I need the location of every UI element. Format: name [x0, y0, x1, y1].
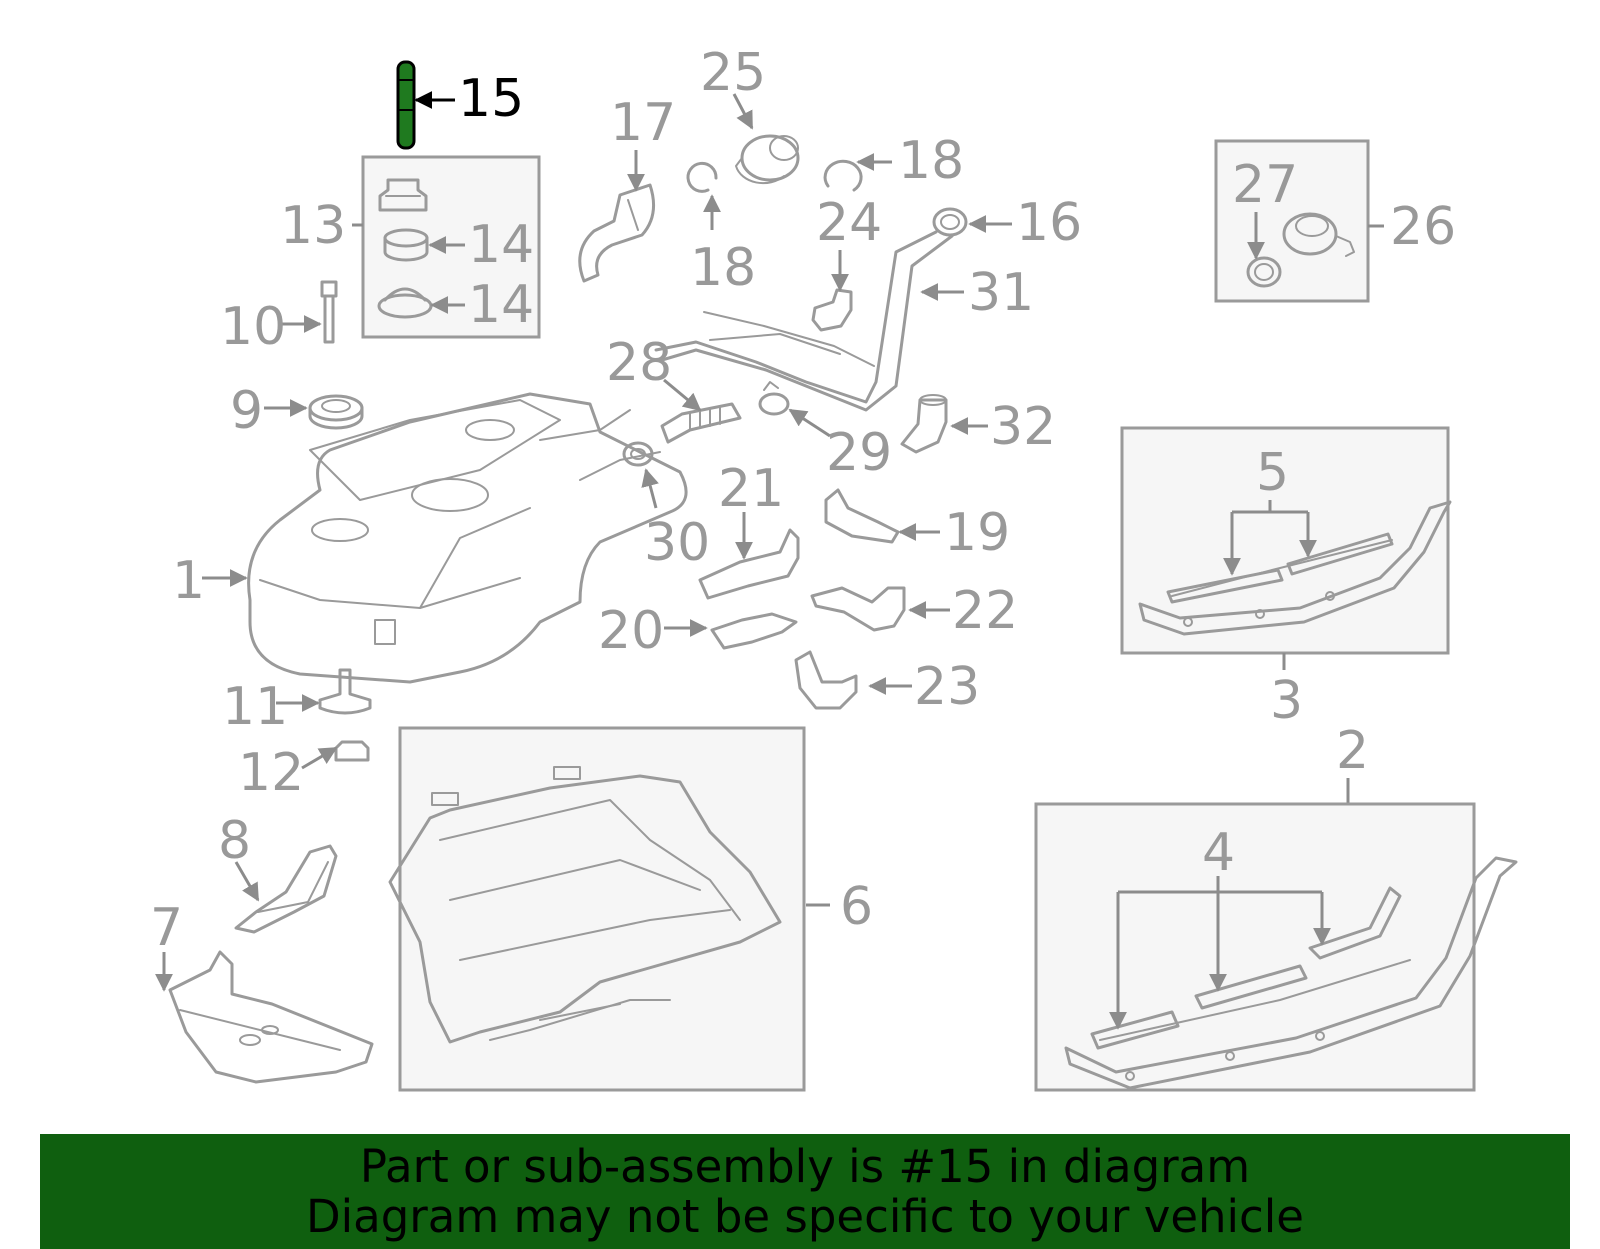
part-1-fuel-tank — [247, 392, 688, 684]
part-32-connector — [900, 394, 948, 454]
part-6-under-cover — [388, 766, 782, 1044]
part-2-reinforcement — [1064, 856, 1518, 1090]
callout-28: 28 — [606, 333, 672, 393]
callout-23: 23 — [914, 657, 980, 717]
callout-29: 29 — [826, 423, 892, 483]
callout-5: 5 — [1256, 443, 1289, 503]
callout-31: 31 — [968, 263, 1034, 323]
callout-9: 9 — [230, 381, 263, 441]
callout-15: 15 — [458, 69, 524, 129]
callout-18a: 18 — [898, 131, 964, 191]
callout-22: 22 — [952, 581, 1018, 641]
part-13-grommet — [378, 178, 428, 212]
callout-4: 4 — [1202, 823, 1235, 883]
part-4-pad-left — [1090, 1010, 1180, 1050]
callout-24: 24 — [816, 193, 882, 253]
callout-26: 26 — [1390, 197, 1456, 257]
part-5-pad-right — [1286, 532, 1394, 576]
part-28-hose — [660, 402, 742, 444]
banner-line-2: Diagram may not be specific to your vehi… — [306, 1189, 1304, 1243]
callout-14b: 14 — [468, 275, 534, 335]
callout-7: 7 — [150, 898, 183, 958]
callout-2: 2 — [1336, 721, 1369, 781]
part-22-bracket — [810, 586, 906, 632]
callout-3: 3 — [1270, 671, 1303, 731]
callout-27: 27 — [1232, 155, 1298, 215]
box-13 — [361, 155, 541, 339]
info-banner: Part or sub-assembly is #15 in diagram D… — [40, 1134, 1570, 1249]
part-15-stud[interactable] — [396, 60, 416, 150]
callout-11: 11 — [222, 677, 288, 737]
part-8-bracket — [234, 844, 338, 934]
callout-13: 13 — [280, 196, 346, 256]
callout-30: 30 — [644, 513, 710, 573]
callout-14a: 14 — [468, 215, 534, 275]
part-14-cushion-upper — [383, 228, 429, 262]
part-11-mount — [318, 668, 372, 715]
callout-21: 21 — [718, 459, 784, 519]
part-30-gasket — [622, 441, 654, 467]
part-31-filler-pipe — [654, 230, 954, 412]
part-23-bracket — [794, 650, 858, 710]
callout-12: 12 — [238, 743, 304, 803]
part-5-pad-left — [1166, 568, 1284, 604]
part-10-bolt — [320, 280, 338, 344]
part-16-filler-neck — [932, 207, 968, 237]
part-4-pad-middle — [1194, 964, 1308, 1010]
callout-16: 16 — [1016, 193, 1082, 253]
leader-12 — [301, 746, 338, 770]
callout-32: 32 — [990, 397, 1056, 457]
part-4-pad-right — [1308, 886, 1402, 960]
callout-8: 8 — [218, 811, 251, 871]
part-26-cap-assembly — [1282, 212, 1355, 257]
part-21-bracket — [698, 528, 800, 600]
leader-8 — [234, 861, 260, 902]
box-6 — [398, 726, 806, 1092]
callout-17: 17 — [610, 93, 676, 153]
banner-line-1: Part or sub-assembly is #15 in diagram — [359, 1139, 1251, 1193]
part-20-bracket — [710, 612, 798, 650]
leader-29 — [788, 408, 831, 438]
callout-25: 25 — [700, 43, 766, 103]
leader-30 — [641, 468, 659, 509]
callout-6: 6 — [840, 877, 873, 937]
leader-28 — [663, 378, 702, 412]
callout-18b: 18 — [690, 238, 756, 298]
part-29-clamp — [758, 381, 790, 416]
part-9-seal — [308, 394, 364, 430]
part-17-hose-clamp — [578, 183, 656, 283]
callout-10: 10 — [220, 297, 286, 357]
part-25-fuel-cap — [735, 134, 800, 185]
part-19-bracket — [824, 488, 900, 544]
callout-19: 19 — [944, 503, 1010, 563]
callout-1: 1 — [172, 551, 205, 611]
callout-20: 20 — [598, 601, 664, 661]
box-2 — [1034, 802, 1476, 1092]
part-7-protector — [168, 950, 374, 1084]
part-24-bracket — [811, 288, 853, 332]
part-18-clip-right — [823, 159, 863, 192]
part-18-clip-left — [686, 161, 718, 193]
leader-25 — [732, 93, 754, 130]
part-12-nut — [334, 740, 370, 762]
